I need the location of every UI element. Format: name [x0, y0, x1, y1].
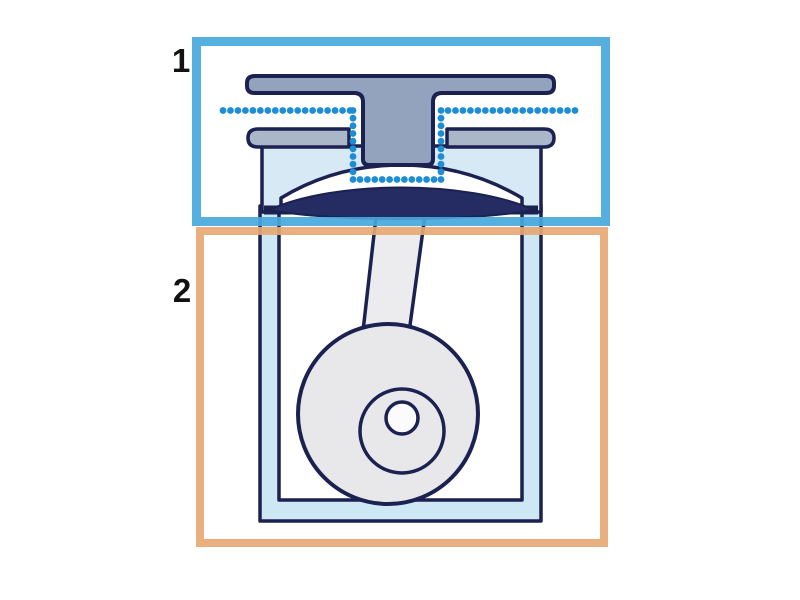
- airflow-dot: [249, 107, 257, 114]
- valve-plate-left: [246, 127, 351, 149]
- diaphragm: [265, 186, 538, 220]
- airflow-dot: [286, 107, 294, 114]
- region-1-box: [192, 37, 610, 226]
- airflow-dot: [437, 122, 445, 130]
- airflow-dot: [437, 176, 445, 183]
- airflow-dot: [437, 160, 445, 168]
- airflow-dot: [349, 153, 357, 160]
- airflow-dot: [481, 107, 489, 114]
- airflow-dot: [437, 107, 445, 114]
- airflow-dot: [301, 107, 309, 114]
- airflow-dot: [541, 107, 549, 114]
- airflow-dot: [349, 168, 357, 176]
- region-1-label: 1: [172, 42, 190, 79]
- airflow-dot: [504, 107, 512, 114]
- airflow-dot: [349, 114, 357, 122]
- airflow-dot: [256, 107, 264, 114]
- airflow-dot: [324, 107, 331, 114]
- airflow-dot: [316, 107, 324, 114]
- airflow-dot: [219, 107, 227, 114]
- airflow-dot: [294, 107, 302, 114]
- airflow-dot: [496, 107, 504, 114]
- airflow-dot: [309, 107, 317, 114]
- airflow-dot: [459, 107, 467, 114]
- airflow-dot: [437, 145, 445, 153]
- airflow-dot: [349, 137, 357, 145]
- airflow-dot: [408, 176, 416, 183]
- airflow-dot: [271, 107, 279, 114]
- airflow-dot: [437, 137, 445, 145]
- region-2-box: [196, 227, 608, 547]
- airflow-dot: [549, 107, 556, 114]
- airflow-dot: [401, 176, 408, 183]
- airflow-dot: [564, 107, 571, 114]
- airflow-dot: [444, 107, 452, 114]
- airflow-dot: [423, 176, 430, 183]
- airflow-dot: [437, 114, 445, 122]
- airflow-dot: [331, 107, 339, 114]
- airflow-dot: [393, 176, 401, 183]
- airflow-dot: [430, 176, 438, 183]
- airflow-dot: [571, 107, 579, 114]
- airflow-dot: [234, 107, 242, 114]
- airflow-dot: [264, 107, 272, 114]
- airflow-dot: [349, 122, 357, 130]
- airflow-dot: [378, 176, 386, 183]
- region-2-label: 2: [173, 272, 191, 309]
- airflow-dot: [526, 107, 534, 114]
- airflow-dot: [386, 176, 393, 183]
- crank-pin: [384, 400, 420, 436]
- airflow-dots: [219, 107, 579, 183]
- airflow-dot: [474, 107, 482, 114]
- airflow-dot: [349, 130, 357, 137]
- airflow-dot: [349, 176, 357, 183]
- airflow-dot: [242, 107, 249, 114]
- airflow-dot: [356, 176, 364, 183]
- airflow-dot: [437, 153, 445, 160]
- airflow-dot: [279, 107, 287, 114]
- valve-plate-right: [445, 127, 556, 149]
- airflow-dot: [534, 107, 542, 114]
- airflow-dot: [339, 107, 346, 114]
- airflow-dot: [437, 130, 445, 137]
- airflow-dot: [511, 107, 519, 114]
- airflow-dot: [349, 107, 357, 114]
- airflow-dot: [556, 107, 564, 114]
- valve-cap: [245, 74, 556, 167]
- airflow-dot: [349, 145, 357, 153]
- airflow-dot: [415, 176, 423, 183]
- airflow-dot: [467, 107, 474, 114]
- airflow-dot: [519, 107, 527, 114]
- airflow-dot: [437, 168, 445, 176]
- airflow-dot: [371, 176, 379, 183]
- airflow-dot: [349, 160, 357, 168]
- airflow-dot: [364, 176, 371, 183]
- airflow-dot: [227, 107, 234, 114]
- airflow-dot: [452, 107, 459, 114]
- airflow-dot: [489, 107, 497, 114]
